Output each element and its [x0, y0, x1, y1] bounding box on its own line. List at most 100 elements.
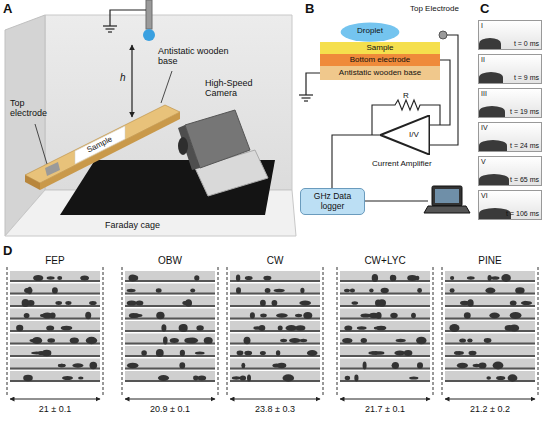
frame-number: IV [481, 124, 539, 132]
droplet-blob [416, 337, 426, 345]
droplet-blob [195, 351, 205, 354]
droplet-blob [352, 301, 359, 305]
amplifier-symbol: I/V [380, 115, 430, 155]
strip-photo [10, 271, 100, 282]
droplet-blob [127, 300, 137, 305]
droplet-blob [194, 275, 199, 280]
panel-letter: A [3, 2, 12, 17]
dimension-label: h [120, 72, 126, 84]
droplet-blob [464, 312, 471, 319]
droplet-blob [47, 276, 55, 279]
sample-surface [125, 280, 215, 282]
dashed-line [122, 267, 123, 396]
droplet-blob [127, 363, 139, 369]
sample-surface [230, 343, 320, 345]
droplet-blob [289, 338, 300, 343]
droplet-blob [265, 288, 271, 293]
droplet-blob [236, 287, 241, 294]
strip-photo [445, 309, 535, 320]
measurement-value: 20.9 ± 0.1 [150, 404, 190, 414]
droplet-blob [237, 351, 244, 356]
droplet-blob [372, 274, 378, 282]
video-frame: VIt = 106 ms [478, 190, 542, 220]
droplet-blob [376, 326, 386, 329]
node-text: GHz Data logger [304, 192, 361, 212]
component-label: Current Amplifier [372, 159, 432, 168]
droplet-blob [156, 288, 162, 292]
strip-photo [230, 346, 320, 357]
droplet-blob [469, 351, 477, 356]
droplet-blob [129, 313, 138, 318]
sample-surface [125, 355, 215, 357]
height-arrow [131, 45, 132, 117]
dashed-line [538, 267, 539, 396]
droplet-blob [344, 325, 352, 330]
time-stamp: t = 9 ms [481, 74, 539, 82]
droplet-blob [486, 376, 491, 380]
droplet-blob [450, 276, 454, 280]
droplet-blob [28, 287, 32, 295]
droplet-blob [276, 350, 280, 355]
sample-surface [10, 368, 100, 370]
frame-number: I [481, 22, 539, 30]
droplet-blob [260, 351, 266, 355]
width-arrow [10, 399, 100, 400]
droplet-blob [344, 289, 350, 293]
droplet-blob [78, 376, 83, 379]
droplet-blob [42, 312, 52, 318]
strip-photo [445, 271, 535, 282]
droplet-blob [378, 299, 386, 306]
droplet-blob [58, 364, 66, 368]
droplet-blob [491, 276, 500, 280]
dashed-line [442, 267, 443, 396]
dashed-line [337, 267, 338, 396]
time-stamp: t = 19 ms [481, 108, 539, 116]
sample-name: PINE [478, 255, 501, 267]
droplet-blob [141, 350, 147, 356]
droplet-blob [485, 288, 495, 294]
droplet-image [479, 72, 503, 83]
droplet-blob [158, 375, 169, 381]
time-stamp: t = 65 ms [481, 176, 539, 184]
strip-photo [340, 371, 430, 382]
node-text: Sample [366, 43, 393, 52]
droplet-blob [70, 338, 79, 344]
sample-surface [445, 318, 535, 320]
sample-surface [340, 355, 430, 357]
sample-name: FEP [45, 255, 64, 267]
droplet-blob [33, 275, 43, 281]
sample-surface [230, 330, 320, 332]
node-text: I/V [409, 130, 419, 139]
droplet-blob [65, 301, 71, 305]
droplet-blob [236, 275, 240, 282]
droplet-blob [259, 325, 266, 331]
sample-name: CW+LYC [364, 255, 405, 267]
droplet-blob [24, 313, 30, 318]
droplet-blob [42, 350, 51, 357]
strip-photo [10, 321, 100, 332]
sample-surface [125, 318, 215, 320]
droplet-strips [7, 267, 538, 399]
droplet-blob [411, 313, 416, 318]
sample-surface [230, 355, 320, 357]
droplet-blob [23, 375, 33, 381]
sample-surface [340, 380, 430, 382]
dashed-line [7, 267, 8, 396]
strip-photo [340, 334, 430, 345]
droplet-blob [90, 362, 98, 369]
droplet-blob [136, 301, 144, 306]
droplet-blob [521, 301, 532, 305]
frame-number: VI [481, 192, 539, 200]
part-label: Faraday cage [105, 220, 160, 230]
droplet-blob [46, 325, 54, 330]
droplet-blob [368, 351, 377, 354]
sample-surface [445, 355, 535, 357]
time-stamp: t = 24 ms [481, 142, 539, 150]
droplet-blob [127, 289, 136, 292]
droplet-blob [450, 288, 455, 293]
droplet-blob [357, 326, 367, 330]
sample-name: CW [267, 255, 284, 267]
measurement-value: 21 ± 0.1 [39, 404, 71, 414]
droplet-blob [16, 325, 23, 331]
